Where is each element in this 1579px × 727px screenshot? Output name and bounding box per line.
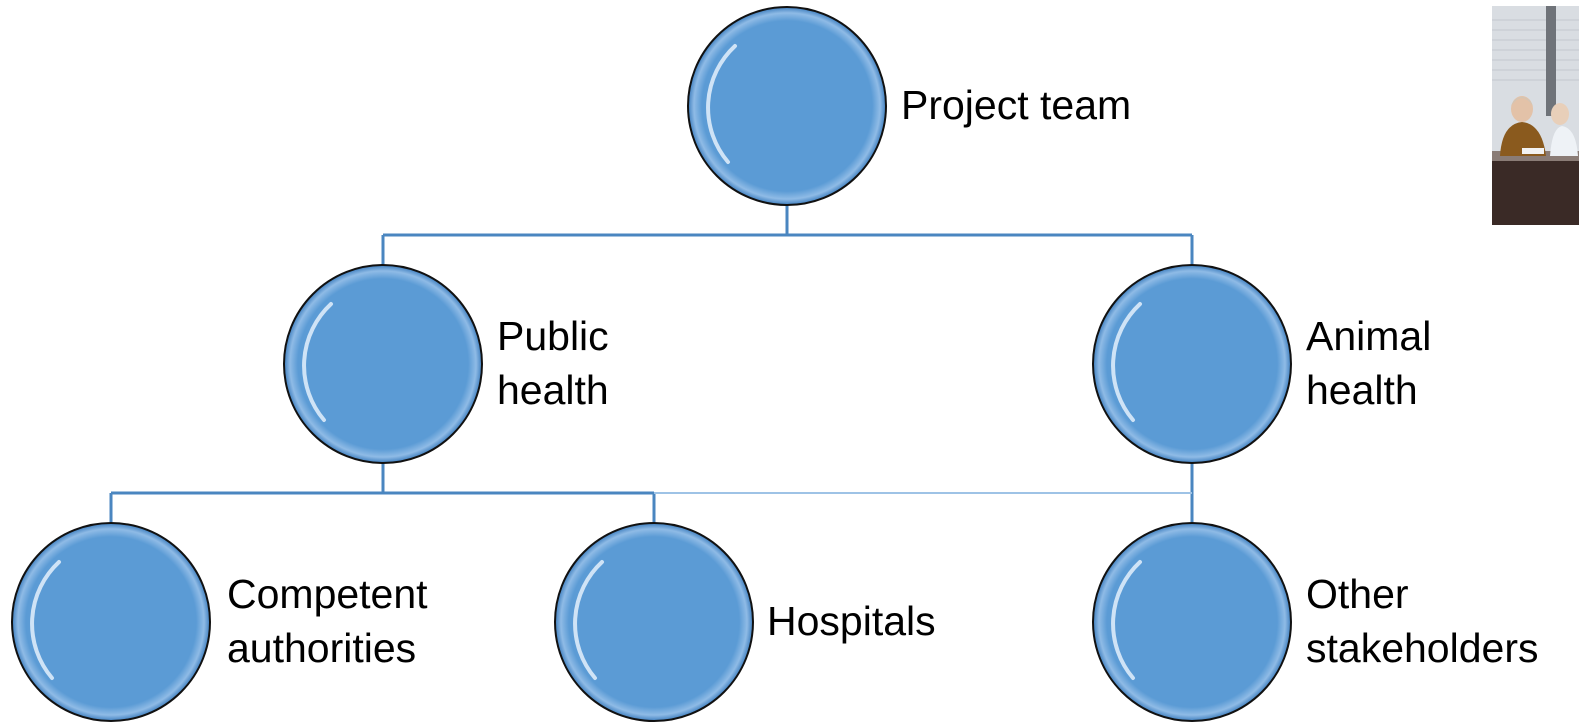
connector-public-health-to-children <box>109 462 656 522</box>
competent-authorities-label: Competent authorities <box>227 571 428 671</box>
video-thumbnail <box>1492 6 1579 225</box>
project-team-circle <box>687 6 887 206</box>
hospitals-label: Hospitals <box>767 598 936 644</box>
other-stakeholders-label: Other stakeholders <box>1306 571 1539 671</box>
animal-health-circle <box>1092 264 1292 464</box>
public-health-circle <box>283 264 483 464</box>
animal-health-label: Animal health <box>1306 313 1432 413</box>
connectors <box>109 204 1194 522</box>
node-circles <box>11 6 1292 722</box>
public-health-label: Public health <box>497 313 609 413</box>
hospitals-circle <box>554 522 754 722</box>
other-stakeholders-circle <box>1092 522 1292 722</box>
competent-authorities-circle <box>11 522 211 722</box>
connector-project-team-to-level-2 <box>381 204 1194 264</box>
project-team-label: Project team <box>901 82 1132 128</box>
